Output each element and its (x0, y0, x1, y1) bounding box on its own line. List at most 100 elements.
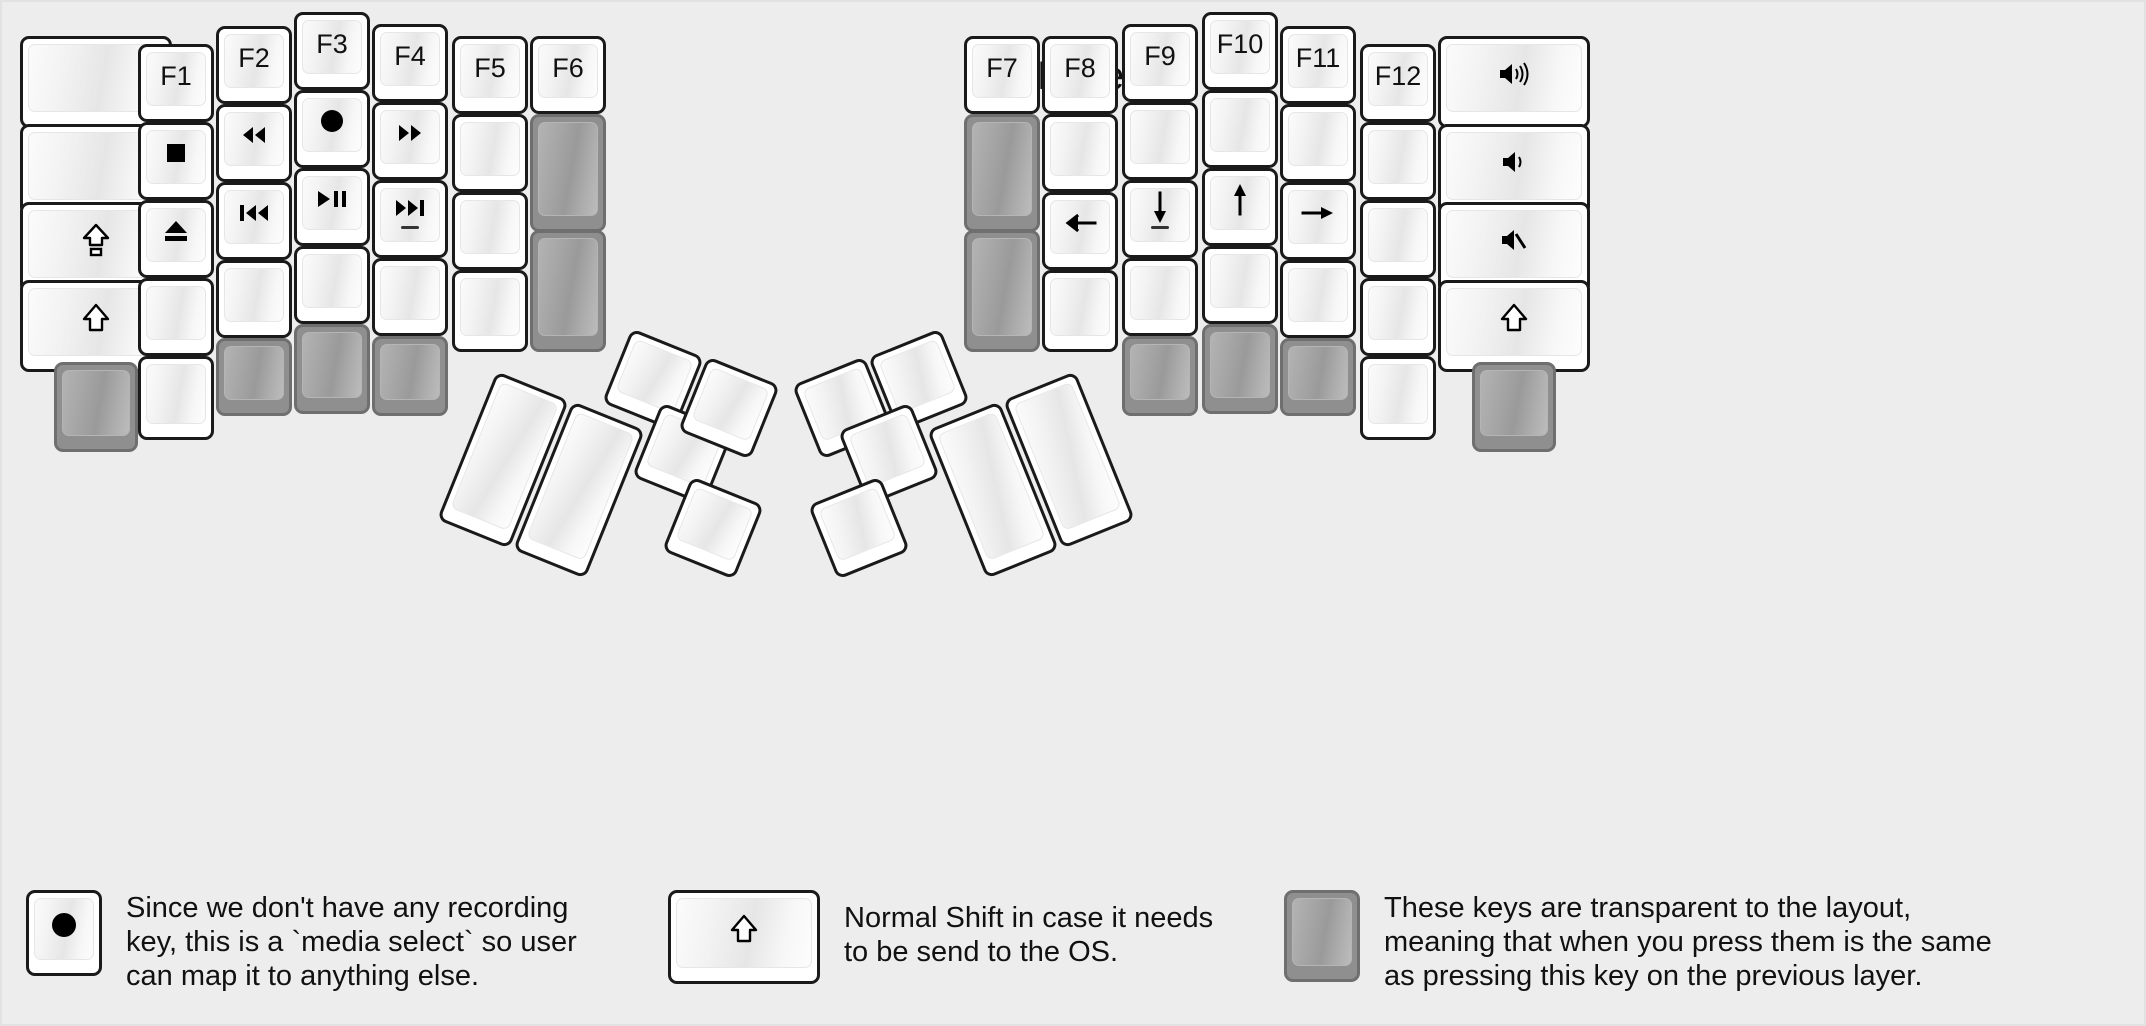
legend-key-transparent (1284, 890, 1360, 982)
keycap-surface (1130, 344, 1190, 400)
homing-bump-indicator (401, 226, 419, 229)
key-left-c6-r0-f6[interactable]: F6 (530, 36, 606, 114)
key-left-c1-r2-eject[interactable] (138, 200, 214, 278)
key-right-c3-r4-transparent[interactable] (1202, 324, 1278, 414)
key-left-c4-r1-fast-forward[interactable] (372, 102, 448, 180)
keycap-surface (224, 268, 284, 322)
volume-up-icon (1500, 62, 1529, 86)
keycap-surface (1446, 288, 1582, 356)
key-right-c4-r3[interactable] (1280, 260, 1356, 338)
key-label: F8 (1064, 52, 1096, 83)
keycap-surface (302, 254, 362, 308)
shift-icon (730, 914, 758, 943)
keycap-surface: F8 (1050, 44, 1110, 98)
key-right-c2-r3[interactable] (1122, 258, 1198, 336)
keycap-surface: F5 (460, 44, 520, 98)
key-right-c4-r4-transparent[interactable] (1280, 338, 1356, 416)
key-right-c2-r1[interactable] (1122, 102, 1198, 180)
keycap-surface: F4 (380, 32, 440, 86)
shift-icon (1500, 303, 1528, 332)
key-left-c2-r4-transparent[interactable] (216, 338, 292, 416)
key-right-c4-r0-f11[interactable]: F11 (1280, 26, 1356, 104)
key-right-c4-r2-arrow-right[interactable] (1280, 182, 1356, 260)
key-right-c2-r2-arrow-down[interactable] (1122, 180, 1198, 258)
keycap-surface (302, 176, 362, 230)
key-right-c3-r2-arrow-up[interactable] (1202, 168, 1278, 246)
key-right-c6-r0-volume-up[interactable] (1438, 36, 1590, 128)
keycap-surface (380, 344, 440, 400)
key-left-c1-r1-stop[interactable] (138, 122, 214, 200)
key-left-c2-r3[interactable] (216, 260, 292, 338)
key-left-c4-r2-next[interactable] (372, 180, 448, 258)
key-right-c6-r3-shift[interactable] (1438, 280, 1590, 372)
key-label: F4 (394, 40, 426, 71)
key-left-c1-r0-f1[interactable]: F1 (138, 44, 214, 122)
key-right-c3-r1[interactable] (1202, 90, 1278, 168)
key-right-c0-r0-f7[interactable]: F7 (964, 36, 1040, 114)
key-right-c5-r4[interactable] (1360, 356, 1436, 440)
key-left-c3-r0-f3[interactable]: F3 (294, 12, 370, 90)
key-right-c1-r3[interactable] (1042, 270, 1118, 352)
key-left-c6-r2-transparent[interactable] (530, 230, 606, 352)
key-left-c5-r3[interactable] (452, 270, 528, 352)
key-right-c6-r1-volume-down[interactable] (1438, 124, 1590, 216)
key-left-c3-r2-play-pause[interactable] (294, 168, 370, 246)
keycap-surface (538, 122, 598, 216)
key-left-c4-r3[interactable] (372, 258, 448, 336)
key-left-c5-r2[interactable] (452, 192, 528, 270)
keycap-surface (1368, 130, 1428, 184)
key-right-c5-r2[interactable] (1360, 200, 1436, 278)
key-label: F12 (1374, 60, 1422, 91)
key-right-c1-r1[interactable] (1042, 114, 1118, 192)
keycap-surface: F12 (1368, 52, 1428, 106)
key-left-c2-r2-previous[interactable] (216, 182, 292, 260)
key-right-c3-r3[interactable] (1202, 246, 1278, 324)
keycap-surface (1288, 268, 1348, 322)
media-next-icon (396, 200, 424, 216)
key-right-c0-r1-transparent[interactable] (964, 114, 1040, 232)
key-left-c5-r0-f5[interactable]: F5 (452, 36, 528, 114)
key-right-c2-r4-transparent[interactable] (1122, 336, 1198, 416)
key-right-c5-r0-f12[interactable]: F12 (1360, 44, 1436, 122)
key-right-c1-r2-arrow-left[interactable] (1042, 192, 1118, 270)
key-left-c0-r4-transparent[interactable] (54, 362, 138, 452)
key-right-c3-r0-f10[interactable]: F10 (1202, 12, 1278, 90)
key-right-c0-r2-transparent[interactable] (964, 230, 1040, 352)
key-left-c4-r0-f4[interactable]: F4 (372, 24, 448, 102)
key-left-c3-r3[interactable] (294, 246, 370, 324)
keycap-surface (878, 338, 957, 414)
key-left-c2-r0-f2[interactable]: F2 (216, 26, 292, 104)
key-left-c4-r4-transparent[interactable] (372, 336, 448, 416)
legend-item-record: Since we don't have any recording key, t… (26, 890, 577, 994)
volume-down-icon (1503, 152, 1522, 172)
keycap-surface (460, 278, 520, 336)
keycap-surface: F10 (1210, 20, 1270, 74)
keycap-surface (1210, 332, 1270, 398)
media-fast-forward-icon (399, 125, 421, 141)
key-left-c1-r3[interactable] (138, 278, 214, 356)
key-left-c2-r1-rewind[interactable] (216, 104, 292, 182)
keycap-surface (1050, 278, 1110, 336)
legend-key-record (26, 890, 102, 976)
keycap-surface (146, 286, 206, 340)
key-right-c1-r0-f8[interactable]: F8 (1042, 36, 1118, 114)
key-left-c5-r1[interactable] (452, 114, 528, 192)
key-right-c2-r0-f9[interactable]: F9 (1122, 24, 1198, 102)
keycap-surface (972, 122, 1032, 216)
key-left-c3-r4-transparent[interactable] (294, 324, 370, 414)
keycap-surface: F6 (538, 44, 598, 98)
media-rewind-icon (243, 127, 265, 143)
key-right-c4-r1[interactable] (1280, 104, 1356, 182)
keycap-surface (691, 366, 770, 442)
keycap-surface (1210, 176, 1270, 230)
legend-text-transparent: These keys are transparent to the layout… (1384, 892, 1992, 992)
volume-mute-icon (1502, 230, 1527, 250)
key-right-c5-r1[interactable] (1360, 122, 1436, 200)
key-left-c3-r1-record[interactable] (294, 90, 370, 168)
key-right-c5-r3[interactable] (1360, 278, 1436, 356)
keycap-surface (460, 200, 520, 254)
key-left-c6-r1-transparent[interactable] (530, 114, 606, 232)
key-left-c1-r4[interactable] (138, 356, 214, 440)
keycap-surface (146, 130, 206, 184)
key-right-c6-r4-transparent[interactable] (1472, 362, 1556, 452)
